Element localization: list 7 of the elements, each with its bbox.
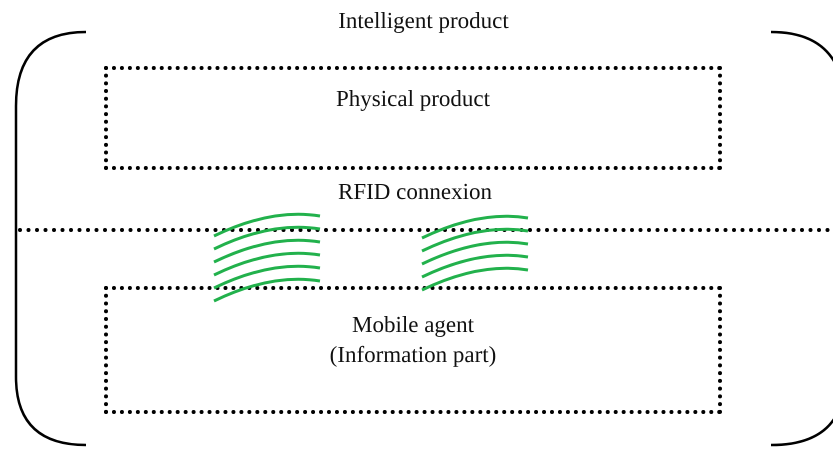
connection-label: RFID connexion <box>338 178 492 206</box>
node-text: Physical product <box>336 85 490 113</box>
node-text: Mobile agent <box>352 311 474 339</box>
dotted-box <box>104 66 722 170</box>
dotted-box <box>104 286 722 414</box>
node-text: Intelligent product <box>338 7 509 35</box>
node-text: (Information part) <box>330 341 496 369</box>
